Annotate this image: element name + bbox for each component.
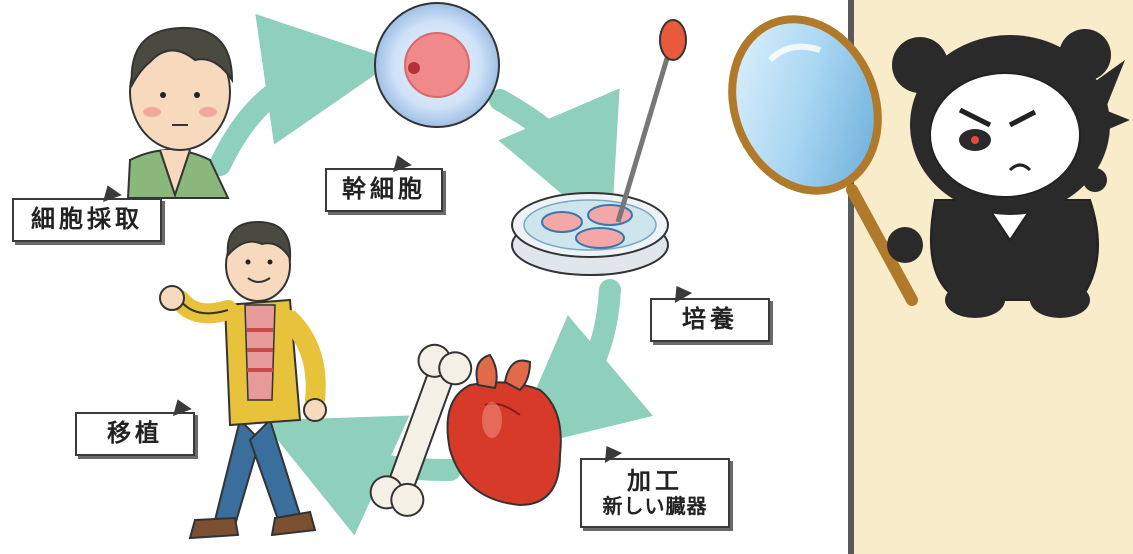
bone-icon (369, 343, 473, 517)
label-stem-cell: 幹細胞 (325, 168, 443, 212)
label-cell-collection: 細胞採取 (12, 198, 162, 242)
magnifying-glass-icon (728, 15, 918, 306)
stem-cell-icon (374, 2, 500, 128)
label-processing-line1: 加工 (627, 466, 683, 495)
panda-detective-icon (887, 29, 1130, 318)
heart-organ-icon (446, 353, 562, 507)
label-processing-line2: 新しい臓器 (602, 494, 708, 519)
label-transplant: 移植 (75, 412, 195, 456)
arrow-to-processing (509, 279, 654, 451)
man-face-icon (126, 26, 234, 199)
arrow-to-culture (489, 88, 620, 236)
label-stem-cell-text: 幹細胞 (342, 175, 426, 204)
cycle-arrows (209, 14, 654, 536)
petri-dish-icon (511, 19, 687, 276)
label-culture: 培養 (650, 298, 770, 342)
label-processing: 加工 新しい臓器 (580, 458, 730, 528)
label-cell-collection-text: 細胞採取 (31, 205, 143, 234)
arrow-to-transplant (261, 415, 461, 536)
walking-man-icon (159, 220, 327, 540)
arrow-to-stem-cell (209, 14, 396, 176)
label-culture-text: 培養 (682, 305, 738, 334)
label-transplant-text: 移植 (107, 419, 163, 448)
